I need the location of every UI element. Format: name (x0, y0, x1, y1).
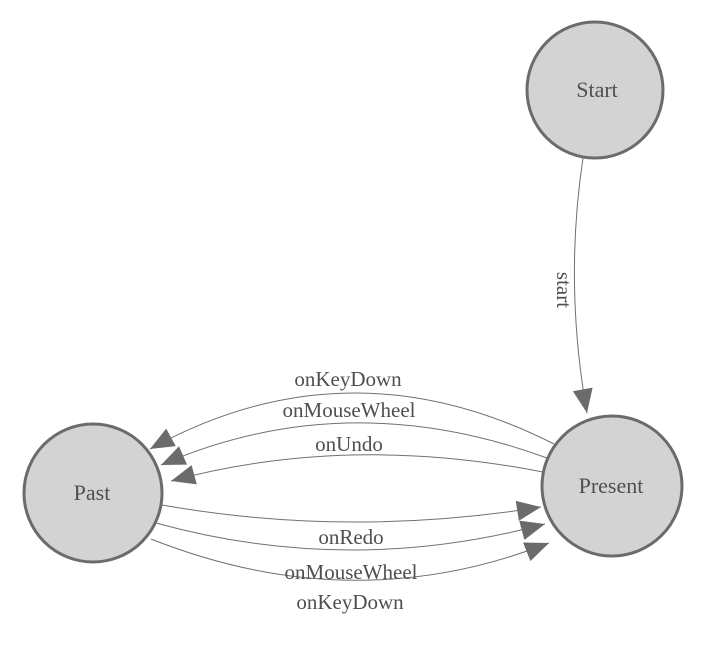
edge-label-onmousewheel-bottom: onMouseWheel (285, 560, 418, 584)
arrowhead-start-to-present-icon (572, 387, 593, 413)
arrowhead-onundo-at-past-icon (171, 465, 197, 485)
state-node-start[interactable] (525, 20, 665, 160)
edge-label-onkeydown-top: onKeyDown (294, 367, 402, 391)
edge-present-to-past-onkeydown (149, 392, 555, 450)
edge-label-onkeydown-bottom: onKeyDown (296, 590, 404, 614)
edge-label-onredo: onRedo (318, 525, 383, 549)
state-nodes: Start Present Past (22, 20, 684, 564)
arrowhead-onkeydown-at-present-icon (523, 542, 549, 562)
arrowhead-onmousewheel-at-past-icon (161, 446, 187, 465)
state-label-present: Present (579, 473, 644, 498)
state-label-start: Start (576, 77, 618, 102)
arrowheads (150, 387, 593, 562)
arrowhead-onmousewheel-at-present-icon (519, 520, 545, 540)
edge-labels: start onKeyDown onMouseWheel onUndo onRe… (283, 272, 576, 614)
edge-past-to-present-onmousewheel (155, 522, 546, 551)
edge-label-start: start (552, 272, 576, 308)
edge-past-to-present-onredo (161, 504, 542, 523)
edge-label-onmousewheel-top: onMouseWheel (283, 398, 416, 422)
edge-label-onundo: onUndo (315, 432, 383, 456)
state-node-present[interactable] (540, 414, 684, 558)
state-label-past: Past (74, 480, 111, 505)
arrowhead-onredo-at-present-icon (515, 500, 541, 521)
edge-present-to-past-onundo (170, 454, 544, 482)
edge-past-to-present-onkeydown (150, 538, 550, 581)
edge-start-to-present (573, 157, 588, 414)
state-node-past[interactable] (22, 422, 164, 564)
arrowhead-onkeydown-at-past-icon (150, 428, 176, 449)
edge-present-to-past-onmousewheel (160, 422, 548, 466)
edge-lines (149, 157, 588, 581)
